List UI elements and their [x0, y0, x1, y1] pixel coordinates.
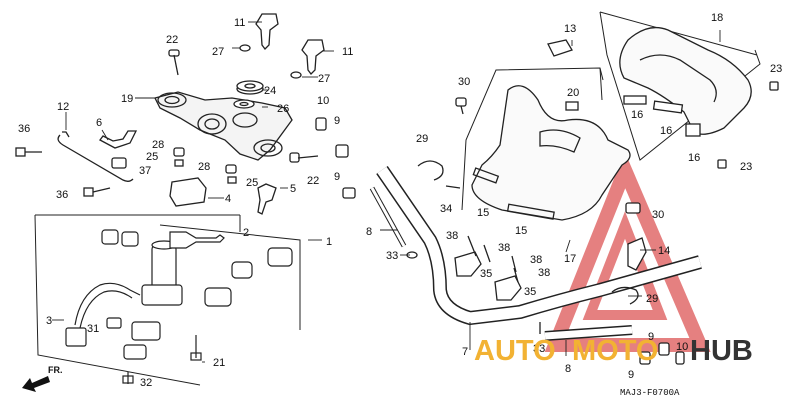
diagram-code: MAJ3-F0700A [620, 388, 680, 398]
callout-33: 33 [533, 343, 545, 355]
callout-17: 17 [564, 253, 576, 265]
callout-31: 31 [87, 323, 99, 335]
callout-18: 18 [711, 12, 723, 24]
callout-24: 24 [264, 85, 276, 97]
callout-33: 33 [386, 250, 398, 262]
callout-3: 3 [46, 315, 52, 327]
callout-26: 26 [277, 103, 289, 115]
callout-7: 7 [462, 346, 468, 358]
callout-8: 8 [565, 363, 571, 375]
callout-37: 37 [139, 165, 151, 177]
triangle-logo-icon [544, 151, 711, 352]
leader-lines [52, 21, 721, 363]
callout-25: 25 [246, 177, 258, 189]
callout-32: 32 [140, 377, 152, 389]
callout-22: 22 [166, 34, 178, 46]
callout-9: 9 [334, 171, 340, 183]
callout-29: 29 [416, 133, 428, 145]
callout-28: 28 [152, 139, 164, 151]
callout-4: 4 [225, 193, 231, 205]
callout-38: 38 [538, 267, 550, 279]
callout-13: 13 [564, 23, 576, 35]
callout-10: 10 [676, 341, 688, 353]
callout-9: 9 [334, 115, 340, 127]
callout-16: 16 [660, 125, 672, 137]
callout-15: 15 [477, 207, 489, 219]
front-arrow-icon: FR. [22, 365, 63, 392]
callout-38: 38 [530, 254, 542, 266]
callout-38: 38 [498, 242, 510, 254]
callout-27: 27 [318, 73, 330, 85]
callout-15: 15 [515, 225, 527, 237]
callout-9: 9 [628, 369, 634, 381]
watermark-hub: HUB [690, 335, 753, 367]
callout-30: 30 [652, 209, 664, 221]
callout-28: 28 [198, 161, 210, 173]
callout-29: 29 [646, 293, 658, 305]
ignition-switch-assembly [34, 214, 301, 386]
callout-23: 23 [740, 161, 752, 173]
callout-20: 20 [567, 87, 579, 99]
handlebar-assembly [315, 117, 702, 365]
meter-panel-assembly [417, 39, 647, 305]
callout-10: 10 [317, 95, 329, 107]
callout-8: 8 [366, 226, 372, 238]
front-label: FR. [48, 365, 63, 375]
callout-21: 21 [213, 357, 225, 369]
top-bridge-assembly [15, 13, 325, 215]
callout-16: 16 [688, 152, 700, 164]
callout-12: 12 [57, 101, 69, 113]
callout-36: 36 [56, 189, 68, 201]
callout-22: 22 [307, 175, 319, 187]
callout-11: 11 [234, 17, 245, 29]
callout-9: 9 [648, 331, 654, 343]
callout-38: 38 [446, 230, 458, 242]
callout-35: 35 [480, 268, 492, 280]
callout-labels: 1234567889999101011111213141515161616171… [18, 12, 782, 389]
watermark: AUTO MOTO HUB [474, 335, 753, 367]
callout-1: 1 [326, 236, 332, 248]
callout-27: 27 [212, 46, 224, 58]
callout-2: 2 [243, 227, 249, 239]
cowl-assembly [599, 11, 779, 169]
callout-16: 16 [631, 109, 643, 121]
watermark-moto: MOTO [572, 335, 658, 367]
callout-14: 14 [658, 245, 670, 257]
callout-6: 6 [96, 117, 102, 129]
watermark-auto: AUTO [474, 335, 556, 367]
callout-36: 36 [18, 123, 30, 135]
callout-11: 11 [342, 46, 353, 58]
callout-25: 25 [146, 151, 158, 163]
callout-30: 30 [458, 76, 470, 88]
callout-35: 35 [524, 286, 536, 298]
callout-19: 19 [121, 93, 133, 105]
callout-5: 5 [290, 183, 296, 195]
callout-23: 23 [770, 63, 782, 75]
callout-34: 34 [440, 203, 452, 215]
